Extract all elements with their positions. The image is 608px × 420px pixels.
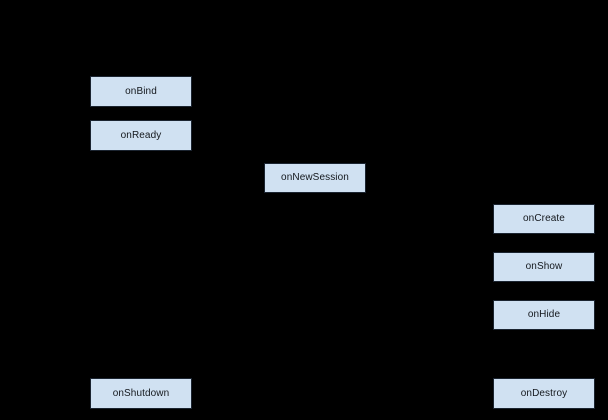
node-label-on-destroy: onDestroy bbox=[520, 387, 568, 399]
node-on-show[interactable]: onShow bbox=[493, 252, 595, 282]
node-on-new-session[interactable]: onNewSession bbox=[264, 163, 366, 193]
node-on-ready[interactable]: onReady bbox=[90, 120, 192, 151]
node-label-on-create: onCreate bbox=[523, 213, 565, 224]
node-label-on-new-session: onNewSession bbox=[281, 172, 349, 183]
node-on-bind[interactable]: onBind bbox=[90, 76, 192, 107]
node-label-on-bind: onBind bbox=[125, 85, 157, 97]
node-label-on-show: onShow bbox=[525, 261, 563, 272]
node-on-hide[interactable]: onHide bbox=[493, 300, 595, 330]
edge-new-session-create bbox=[366, 177, 493, 220]
edge-ready-new-session bbox=[140, 151, 264, 179]
node-on-shutdown[interactable]: onShutdown bbox=[90, 378, 192, 409]
node-on-destroy[interactable]: onDestroy bbox=[493, 378, 595, 409]
node-label-on-shutdown: onShutdown bbox=[112, 387, 170, 399]
node-label-on-hide: onHide bbox=[527, 309, 561, 320]
node-label-on-ready: onReady bbox=[120, 129, 162, 141]
node-on-create[interactable]: onCreate bbox=[493, 204, 595, 234]
